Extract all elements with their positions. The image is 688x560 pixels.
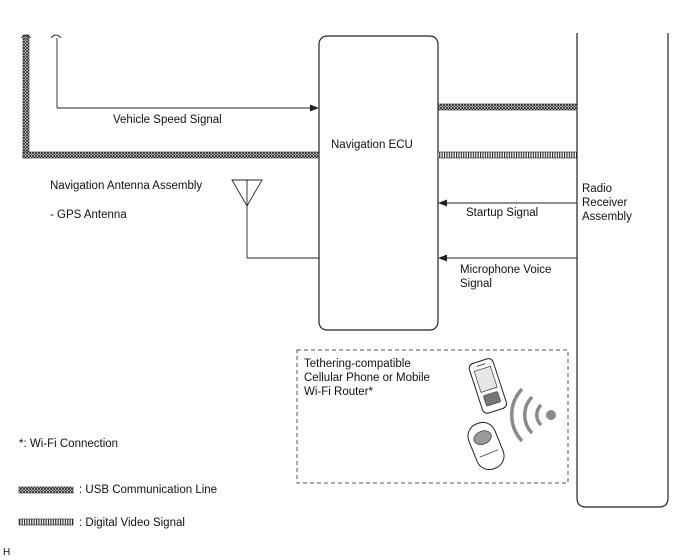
- usb-line-left: [20, 34, 320, 159]
- gps-antenna-label: - GPS Antenna: [50, 209, 127, 221]
- legend-video-swatch: [18, 518, 74, 526]
- radio-receiver-box: [576, 33, 669, 508]
- wifi-signal-icon: [509, 387, 556, 443]
- legend-usb-label: : USB Communication Line: [79, 484, 217, 496]
- navigation-ecu-box: [318, 35, 439, 331]
- navigation-ecu-label: Navigation ECU: [331, 139, 413, 151]
- startup-signal-label: Startup Signal: [466, 207, 538, 219]
- mic-signal-label-1: Microphone Voice: [460, 264, 551, 276]
- device-label-2: Cellular Phone or Mobile: [304, 372, 430, 384]
- footer-code: H: [3, 547, 10, 558]
- radio-label-2: Receiver: [582, 197, 628, 209]
- wifi-note-label: *: Wi-Fi Connection: [19, 438, 118, 450]
- device-label-3: Wi-Fi Router*: [304, 386, 374, 398]
- radio-label-3: Assembly: [582, 211, 632, 223]
- vehicle-speed-label: Vehicle Speed Signal: [113, 114, 222, 126]
- cellular-phone-icon: [468, 358, 507, 414]
- device-label-1: Tethering-compatible: [304, 358, 411, 370]
- nav-antenna-label: Navigation Antenna Assembly: [50, 180, 202, 192]
- usb-line-ecu-radio: [437, 103, 578, 111]
- mic-signal-label-2: Signal: [460, 278, 492, 290]
- antenna-icon: [231, 179, 263, 258]
- legend-video-label: : Digital Video Signal: [79, 517, 185, 529]
- radio-label-1: Radio: [582, 183, 612, 195]
- vehicle-speed-line: [50, 34, 319, 112]
- startup-signal-line: [438, 199, 577, 207]
- video-line-ecu-radio: [437, 151, 578, 159]
- microphone-signal-line: [438, 254, 577, 262]
- legend-usb-swatch: [18, 486, 74, 494]
- device-dashed-box: [296, 349, 569, 484]
- mobile-wifi-router-icon: [467, 421, 505, 471]
